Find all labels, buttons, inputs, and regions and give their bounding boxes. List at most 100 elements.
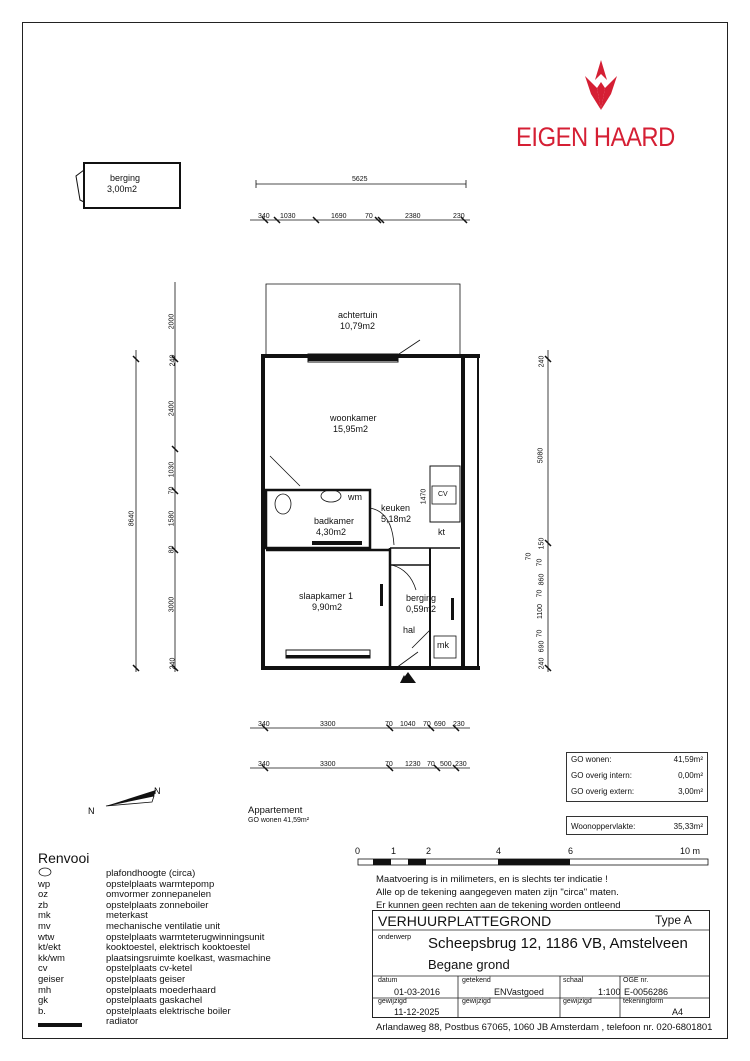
- drawing-frame: [22, 22, 728, 1039]
- dim-bottom1-5: 70: [423, 721, 431, 728]
- room-woonkamer-name: woonkamer: [330, 413, 377, 423]
- legend-text: kooktoestel, elektrisch kooktoestel: [106, 942, 251, 954]
- title-block: [372, 910, 710, 1018]
- legend-text: meterkast: [106, 910, 148, 922]
- summary-label: GO wonen:: [571, 755, 612, 764]
- tb-formaat: A4: [672, 1007, 684, 1017]
- note-3: Er kunnen geen rechten aan de tekening w…: [376, 900, 621, 911]
- legend-text: opstelplaats moederhaard: [106, 984, 216, 996]
- legend-code: mv: [38, 921, 51, 932]
- room-woonkamer-area: 15,95m2: [333, 424, 369, 434]
- legend-text: opstelplaats warmtepomp: [106, 878, 215, 890]
- room-hal-name: hal: [403, 625, 416, 635]
- woonoppervlakte-value: 35,33m²: [673, 822, 703, 831]
- tb-floor: Begane grond: [428, 957, 510, 972]
- dim-top-5: 2380: [405, 213, 421, 220]
- legend-text: plafondhoogte (circa): [106, 868, 196, 879]
- note-1: Maatvoering is in milimeters, en is slec…: [376, 874, 608, 885]
- legend-text: opstelplaats warmteterugwinningsunit: [106, 931, 265, 943]
- legend-code: oz: [38, 889, 49, 901]
- legend-code: gk: [38, 995, 49, 1007]
- summary-label: GO overig extern:: [571, 787, 635, 796]
- tb-gewijzigd3-label: gewijzigd: [563, 998, 592, 1005]
- tb-datum-label: datum: [378, 977, 398, 984]
- dim-bottom1-1: 340: [258, 721, 270, 728]
- tb-oge-label: OGE nr.: [623, 977, 649, 984]
- room-keuken-area: 5,18m2: [381, 514, 412, 524]
- legend-code: geiser: [38, 974, 64, 985]
- dim-bottom1-6: 690: [434, 721, 446, 728]
- dim-bottom2-1: 340: [258, 761, 270, 768]
- legend-text: plaatsingsruimte koelkast, wasmachine: [106, 952, 271, 964]
- dim-bottom2-4: 1230: [405, 761, 421, 768]
- summary-value: 41,59m²: [673, 755, 703, 764]
- room-badkamer-name: badkamer: [314, 516, 355, 526]
- tb-gewijzigd: 11-12-2025: [394, 1007, 440, 1017]
- outside-berging-name: berging: [110, 173, 141, 183]
- svg-text:N: N: [88, 806, 95, 816]
- legend-text: opstelplaats zonneboiler: [106, 899, 209, 911]
- scale-label-10: 10 m: [680, 846, 701, 856]
- scale-label-2: 2: [426, 846, 432, 856]
- brand-name: EIGEN HAARD: [516, 122, 675, 152]
- legend-text: opstelplaats gaskachel: [106, 995, 203, 1007]
- summary-row: GO overig extern: 3,00m²: [567, 785, 707, 801]
- tb-gewijzigd-label: gewijzigd: [378, 998, 407, 1005]
- dim-bottom1-7: 230: [453, 721, 465, 728]
- dim-bottom1-3: 70: [385, 721, 393, 728]
- svg-text:N: N: [154, 786, 161, 796]
- tb-formaat-label: tekeningform: [623, 998, 664, 1005]
- dim-bottom2-7: 230: [455, 761, 467, 768]
- legend-code: b.: [38, 1005, 46, 1017]
- dim-bottom1-4: 1040: [400, 721, 416, 728]
- summary-row: GO wonen: 41,59m²: [567, 753, 707, 769]
- radiator-symbol: [38, 1023, 82, 1027]
- dim-top-1: 340: [258, 213, 270, 220]
- legend-code: kt/ekt: [38, 942, 61, 954]
- legend-text: opstelplaats elektrische boiler: [106, 1005, 231, 1017]
- tb-datum: 01-03-2016: [394, 987, 441, 997]
- dim-top-2: 1030: [280, 213, 296, 220]
- dim-top-4: 70: [365, 213, 373, 220]
- dim-top-3: 1690: [331, 213, 347, 220]
- tb-type: Type A: [655, 913, 692, 927]
- dim-top-6: 230: [453, 213, 465, 220]
- dim-bottom1-2: 3300: [320, 721, 336, 728]
- scale-bar: [357, 858, 709, 866]
- appartement-go: GO wonen 41,59m²: [248, 817, 310, 824]
- tb-gewijzigd2-label: gewijzigd: [462, 998, 491, 1005]
- outside-berging-area: 3,00m2: [107, 184, 138, 194]
- fixture-wm: wm: [348, 492, 362, 502]
- woonoppervlakte-label: Woonoppervlakte:: [571, 822, 636, 831]
- room-slaapkamer-area: 9,90m2: [312, 602, 343, 612]
- room-badkamer-area: 4,30m2: [316, 527, 347, 537]
- summary-value: 0,00m²: [678, 771, 703, 780]
- legend-code: cv: [38, 963, 48, 975]
- north-arrow-icon: N N: [88, 786, 161, 816]
- scale-label-0: 0: [355, 846, 361, 856]
- summary-label: GO overig intern:: [571, 771, 632, 780]
- summary-value: 3,00m²: [678, 787, 703, 796]
- legend-code: wp: [38, 878, 51, 890]
- room-achtertuin-area: 10,79m2: [340, 321, 376, 331]
- title-block-lines: [372, 929, 710, 1018]
- legend-text: radiator: [106, 1016, 139, 1028]
- room-berging-area: 0,59m2: [406, 604, 437, 614]
- legend-text: opstelplaats geiser: [106, 974, 186, 985]
- room-berging-name: berging: [406, 593, 437, 603]
- dim-bottom2-3: 70: [385, 761, 393, 768]
- room-achtertuin-name: achtertuin: [338, 310, 378, 320]
- legend-code: mk: [38, 910, 51, 922]
- dim-bottom2-2: 3300: [320, 761, 336, 768]
- scale-label-6: 6: [568, 846, 574, 856]
- tb-schaal-label: schaal: [563, 977, 584, 984]
- note-2: Alle op de tekening aangegeven maten zij…: [376, 887, 619, 898]
- legend-code: zb: [38, 899, 49, 911]
- summary-row: GO overig intern: 0,00m²: [567, 769, 707, 785]
- tb-oge: E-0056286: [624, 987, 669, 997]
- area-summary: GO wonen: 41,59m² GO overig intern: 0,00m²…: [566, 752, 708, 802]
- appartement-title: Appartement: [248, 805, 303, 816]
- tb-title: VERHUURPLATTEGROND: [378, 913, 552, 929]
- legend-text: opstelplaats cv-ketel: [106, 963, 193, 975]
